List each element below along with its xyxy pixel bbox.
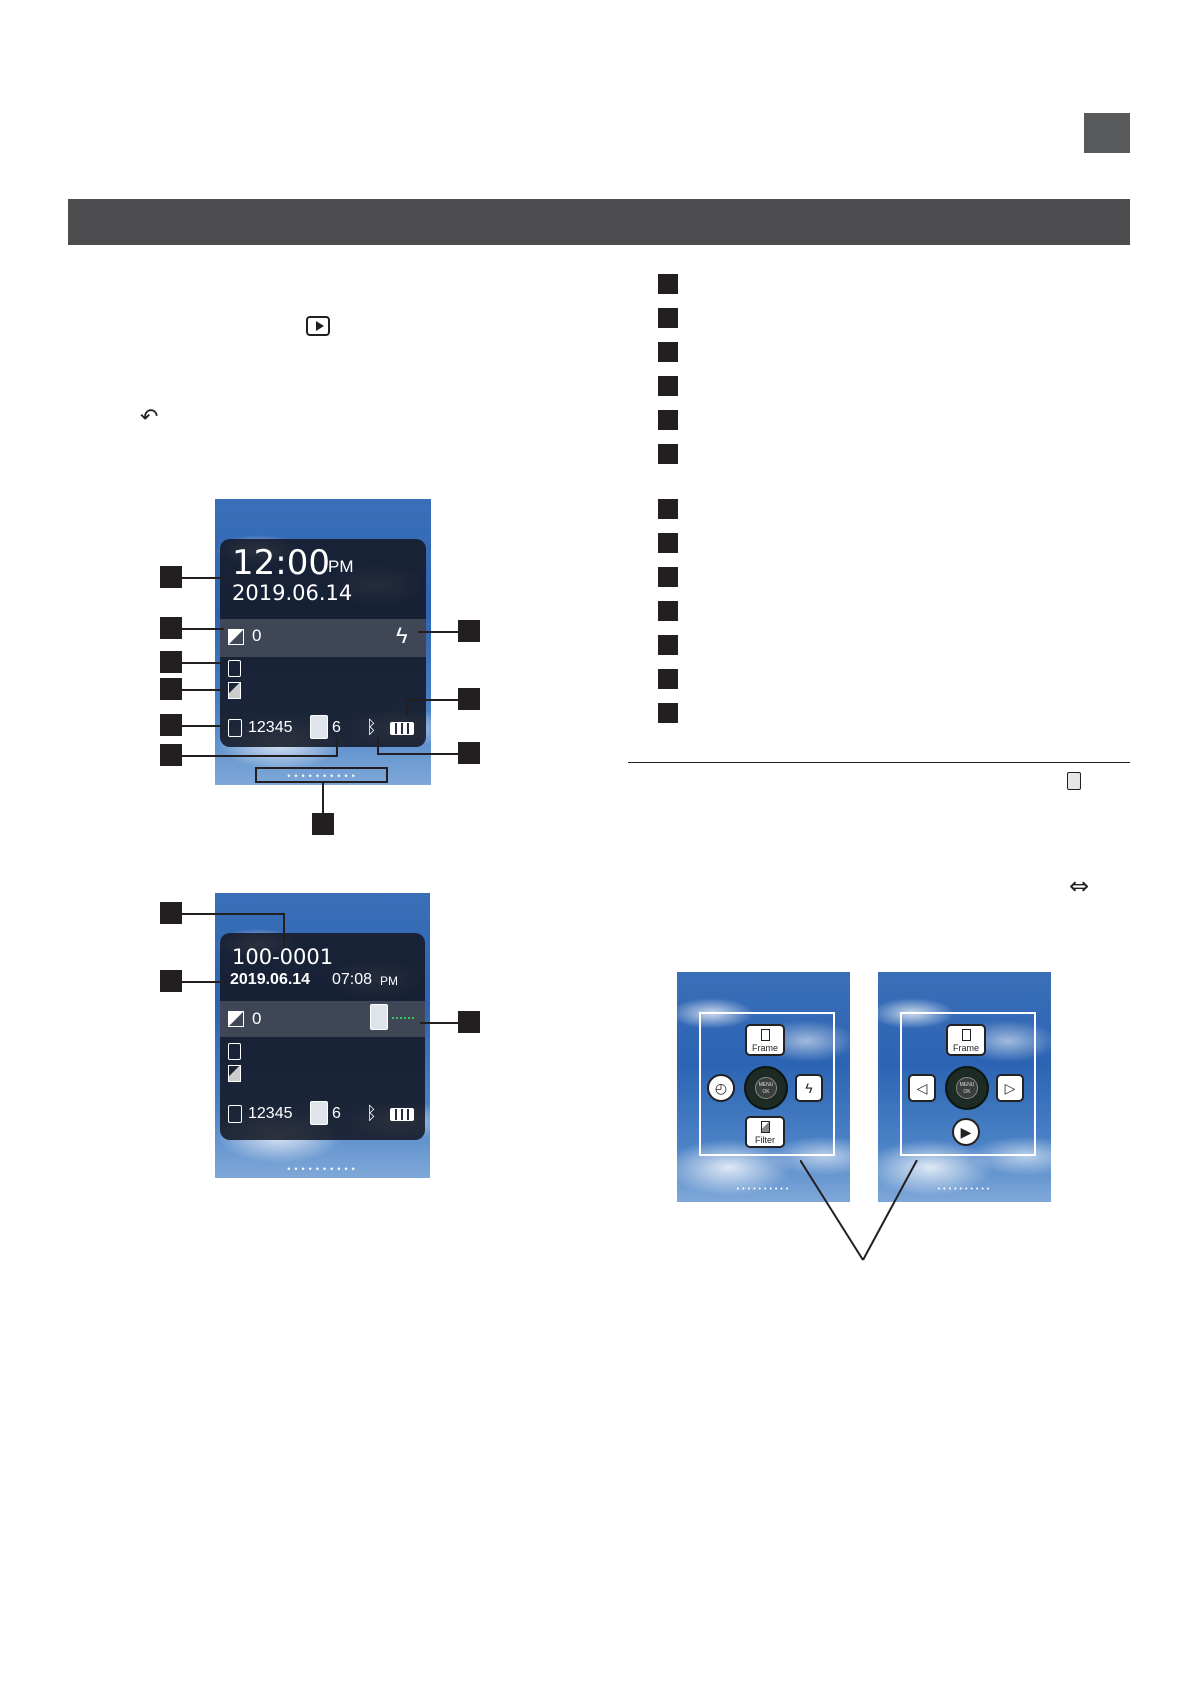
callout-marker bbox=[160, 651, 182, 673]
exposure-value: 0 bbox=[252, 1009, 262, 1028]
self-timer-icon: ◴ bbox=[707, 1074, 735, 1102]
callout-marker bbox=[160, 566, 182, 588]
callout-marker bbox=[160, 617, 182, 639]
exposure-compensation-icon bbox=[228, 1011, 244, 1027]
ok-label: OK bbox=[963, 1089, 971, 1095]
voice-memo-icon bbox=[310, 715, 328, 739]
battery-icon bbox=[390, 722, 414, 735]
legend-number bbox=[658, 342, 678, 362]
previous-image-icon: ◁ bbox=[908, 1074, 936, 1102]
remaining-frames-icon bbox=[228, 719, 242, 737]
callout-marker bbox=[160, 902, 182, 924]
info-panel: 12:00 PM 2019.06.14 0 ϟ 12345 6 ᛒ bbox=[220, 539, 426, 747]
guide-leader-lines bbox=[800, 1160, 918, 1261]
playback-time: 07:08 bbox=[332, 971, 373, 988]
frame-icon bbox=[228, 660, 241, 677]
voice-memo-indicator bbox=[392, 1017, 414, 1019]
legend-number bbox=[658, 635, 678, 655]
frame-button: Frame bbox=[946, 1024, 986, 1056]
frames-remaining: 12345 bbox=[248, 719, 293, 736]
callout-marker bbox=[458, 1011, 480, 1033]
frames-remaining: 12345 bbox=[248, 1105, 293, 1122]
menu-label: MENU bbox=[758, 1082, 774, 1088]
callout-marker bbox=[458, 620, 480, 642]
info-panel: 100-0001 2019.06.14 07:08 PM 0 12345 6 ᛒ bbox=[220, 933, 425, 1140]
filter-icon bbox=[228, 682, 241, 699]
filter-button: Filter bbox=[745, 1116, 785, 1148]
ok-label: OK bbox=[762, 1089, 770, 1095]
battery-icon bbox=[390, 1108, 414, 1121]
menu-label: MENU bbox=[959, 1082, 975, 1088]
bluetooth-icon: ᛒ bbox=[366, 717, 377, 737]
legend-number bbox=[658, 669, 678, 689]
clock-date: 2019.06.14 bbox=[232, 581, 353, 605]
exposure-compensation-icon bbox=[228, 629, 244, 645]
legend-number bbox=[658, 308, 678, 328]
callout-marker bbox=[160, 744, 182, 766]
legend-number bbox=[658, 410, 678, 430]
legend-number bbox=[658, 601, 678, 621]
legend-number bbox=[658, 703, 678, 723]
callout-marker bbox=[160, 714, 182, 736]
back-icon: ↶ bbox=[140, 405, 159, 430]
frame-button: Frame bbox=[745, 1024, 785, 1056]
playback-ampm: PM bbox=[380, 974, 398, 988]
section-title-bar bbox=[68, 199, 1130, 245]
clock-time: 12:00 bbox=[232, 543, 330, 583]
legend-number bbox=[658, 274, 678, 294]
filter-icon bbox=[228, 1065, 241, 1082]
page-tab bbox=[1084, 113, 1130, 153]
voice-memo-icon bbox=[370, 1004, 388, 1030]
legend-number bbox=[658, 567, 678, 587]
voice-memo-count-icon bbox=[310, 1101, 328, 1125]
shooting-screen: 12:00 PM 2019.06.14 0 ϟ 12345 6 ᛒ ••••••… bbox=[215, 499, 431, 785]
remaining-frames-icon bbox=[228, 1105, 242, 1123]
legend-number bbox=[658, 444, 678, 464]
frame-label: Frame bbox=[952, 1043, 979, 1053]
voice-count: 6 bbox=[332, 1105, 341, 1122]
playback-icon bbox=[306, 316, 330, 336]
swap-arrows-icon: ⇔ bbox=[1069, 872, 1090, 900]
next-image-icon: ▷ bbox=[996, 1074, 1024, 1102]
page-dots: •••••••••• bbox=[287, 771, 359, 781]
clock-ampm: PM bbox=[328, 557, 354, 576]
divider bbox=[628, 762, 1130, 763]
callout-marker bbox=[160, 678, 182, 700]
page-dots-highlight bbox=[255, 767, 388, 783]
exposure-value: 0 bbox=[252, 626, 262, 645]
callout-marker bbox=[160, 970, 182, 992]
remote-icon bbox=[1067, 772, 1081, 790]
callout-marker bbox=[458, 688, 480, 710]
flash-icon: ϟ bbox=[795, 1074, 823, 1102]
file-number: 100-0001 bbox=[232, 945, 334, 969]
page-dots: •••••••••• bbox=[736, 1186, 792, 1193]
page-dots: •••••••••• bbox=[937, 1186, 993, 1193]
callout-marker bbox=[312, 813, 334, 835]
playback-date: 2019.06.14 bbox=[230, 971, 311, 988]
legend-number bbox=[658, 533, 678, 553]
playback-screen: 100-0001 2019.06.14 07:08 PM 0 12345 6 ᛒ… bbox=[215, 893, 430, 1178]
flash-auto-icon: ϟ bbox=[396, 623, 408, 648]
callout-marker bbox=[458, 742, 480, 764]
bluetooth-icon: ᛒ bbox=[366, 1103, 377, 1123]
page-dots: •••••••••• bbox=[287, 1164, 359, 1174]
voice-count: 6 bbox=[332, 719, 341, 736]
frame-icon bbox=[228, 1043, 241, 1060]
legend-number bbox=[658, 499, 678, 519]
play-icon: ▶ bbox=[952, 1118, 980, 1146]
filter-label: Filter bbox=[755, 1135, 775, 1145]
frame-label: Frame bbox=[751, 1043, 778, 1053]
legend-number bbox=[658, 376, 678, 396]
